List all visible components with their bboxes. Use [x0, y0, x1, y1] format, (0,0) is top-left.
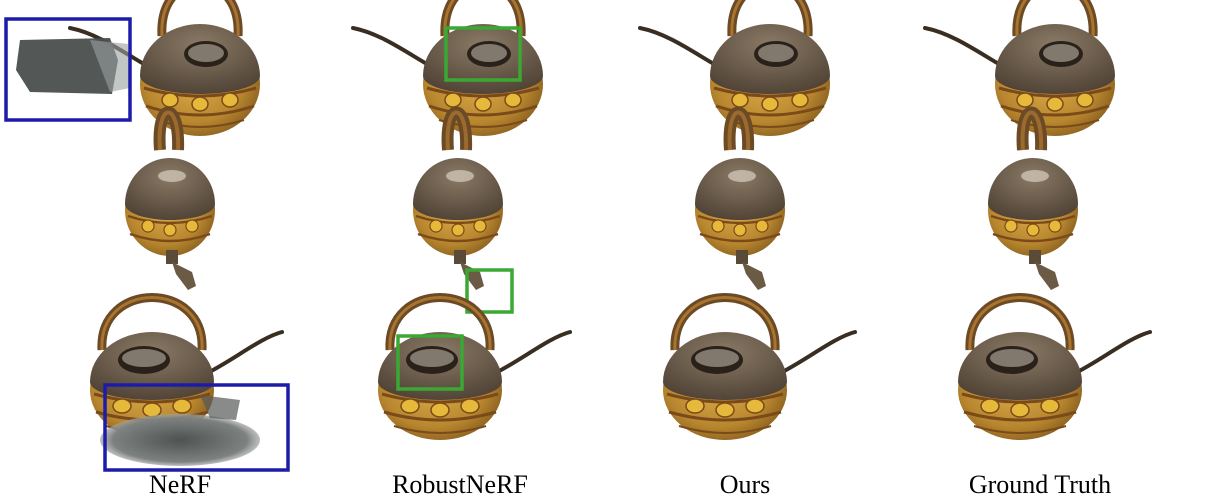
- cell-robustnerf-row2: [413, 113, 503, 291]
- caption-robustnerf: RobustNeRF: [392, 470, 528, 499]
- cell-groundtruth-row2: [988, 113, 1078, 291]
- cell-nerf-row1: [16, 0, 260, 136]
- nerf-fog-artifact: [100, 414, 260, 466]
- artifact-box-nerf-row1: [4, 17, 132, 122]
- cell-nerf-row3: [90, 298, 282, 466]
- highlight-box-robustnerf-row3: [396, 334, 464, 391]
- artifact-box-nerf-row3: [103, 383, 290, 472]
- cell-groundtruth-row3: [958, 298, 1150, 441]
- caption-ground-truth: Ground Truth: [968, 470, 1112, 499]
- highlight-box-robustnerf-row1: [444, 26, 522, 82]
- cell-groundtruth-row1: [925, 0, 1115, 136]
- caption-ours: Ours: [719, 470, 771, 499]
- cell-nerf-row2: [125, 113, 215, 291]
- cell-ours-row3: [663, 298, 855, 441]
- highlight-box-robustnerf-row2: [465, 268, 514, 314]
- cell-ours-row2: [695, 113, 785, 291]
- nerf-floater-artifact: [16, 38, 118, 94]
- caption-nerf: NeRF: [148, 470, 212, 499]
- cell-robustnerf-row3: [378, 298, 570, 441]
